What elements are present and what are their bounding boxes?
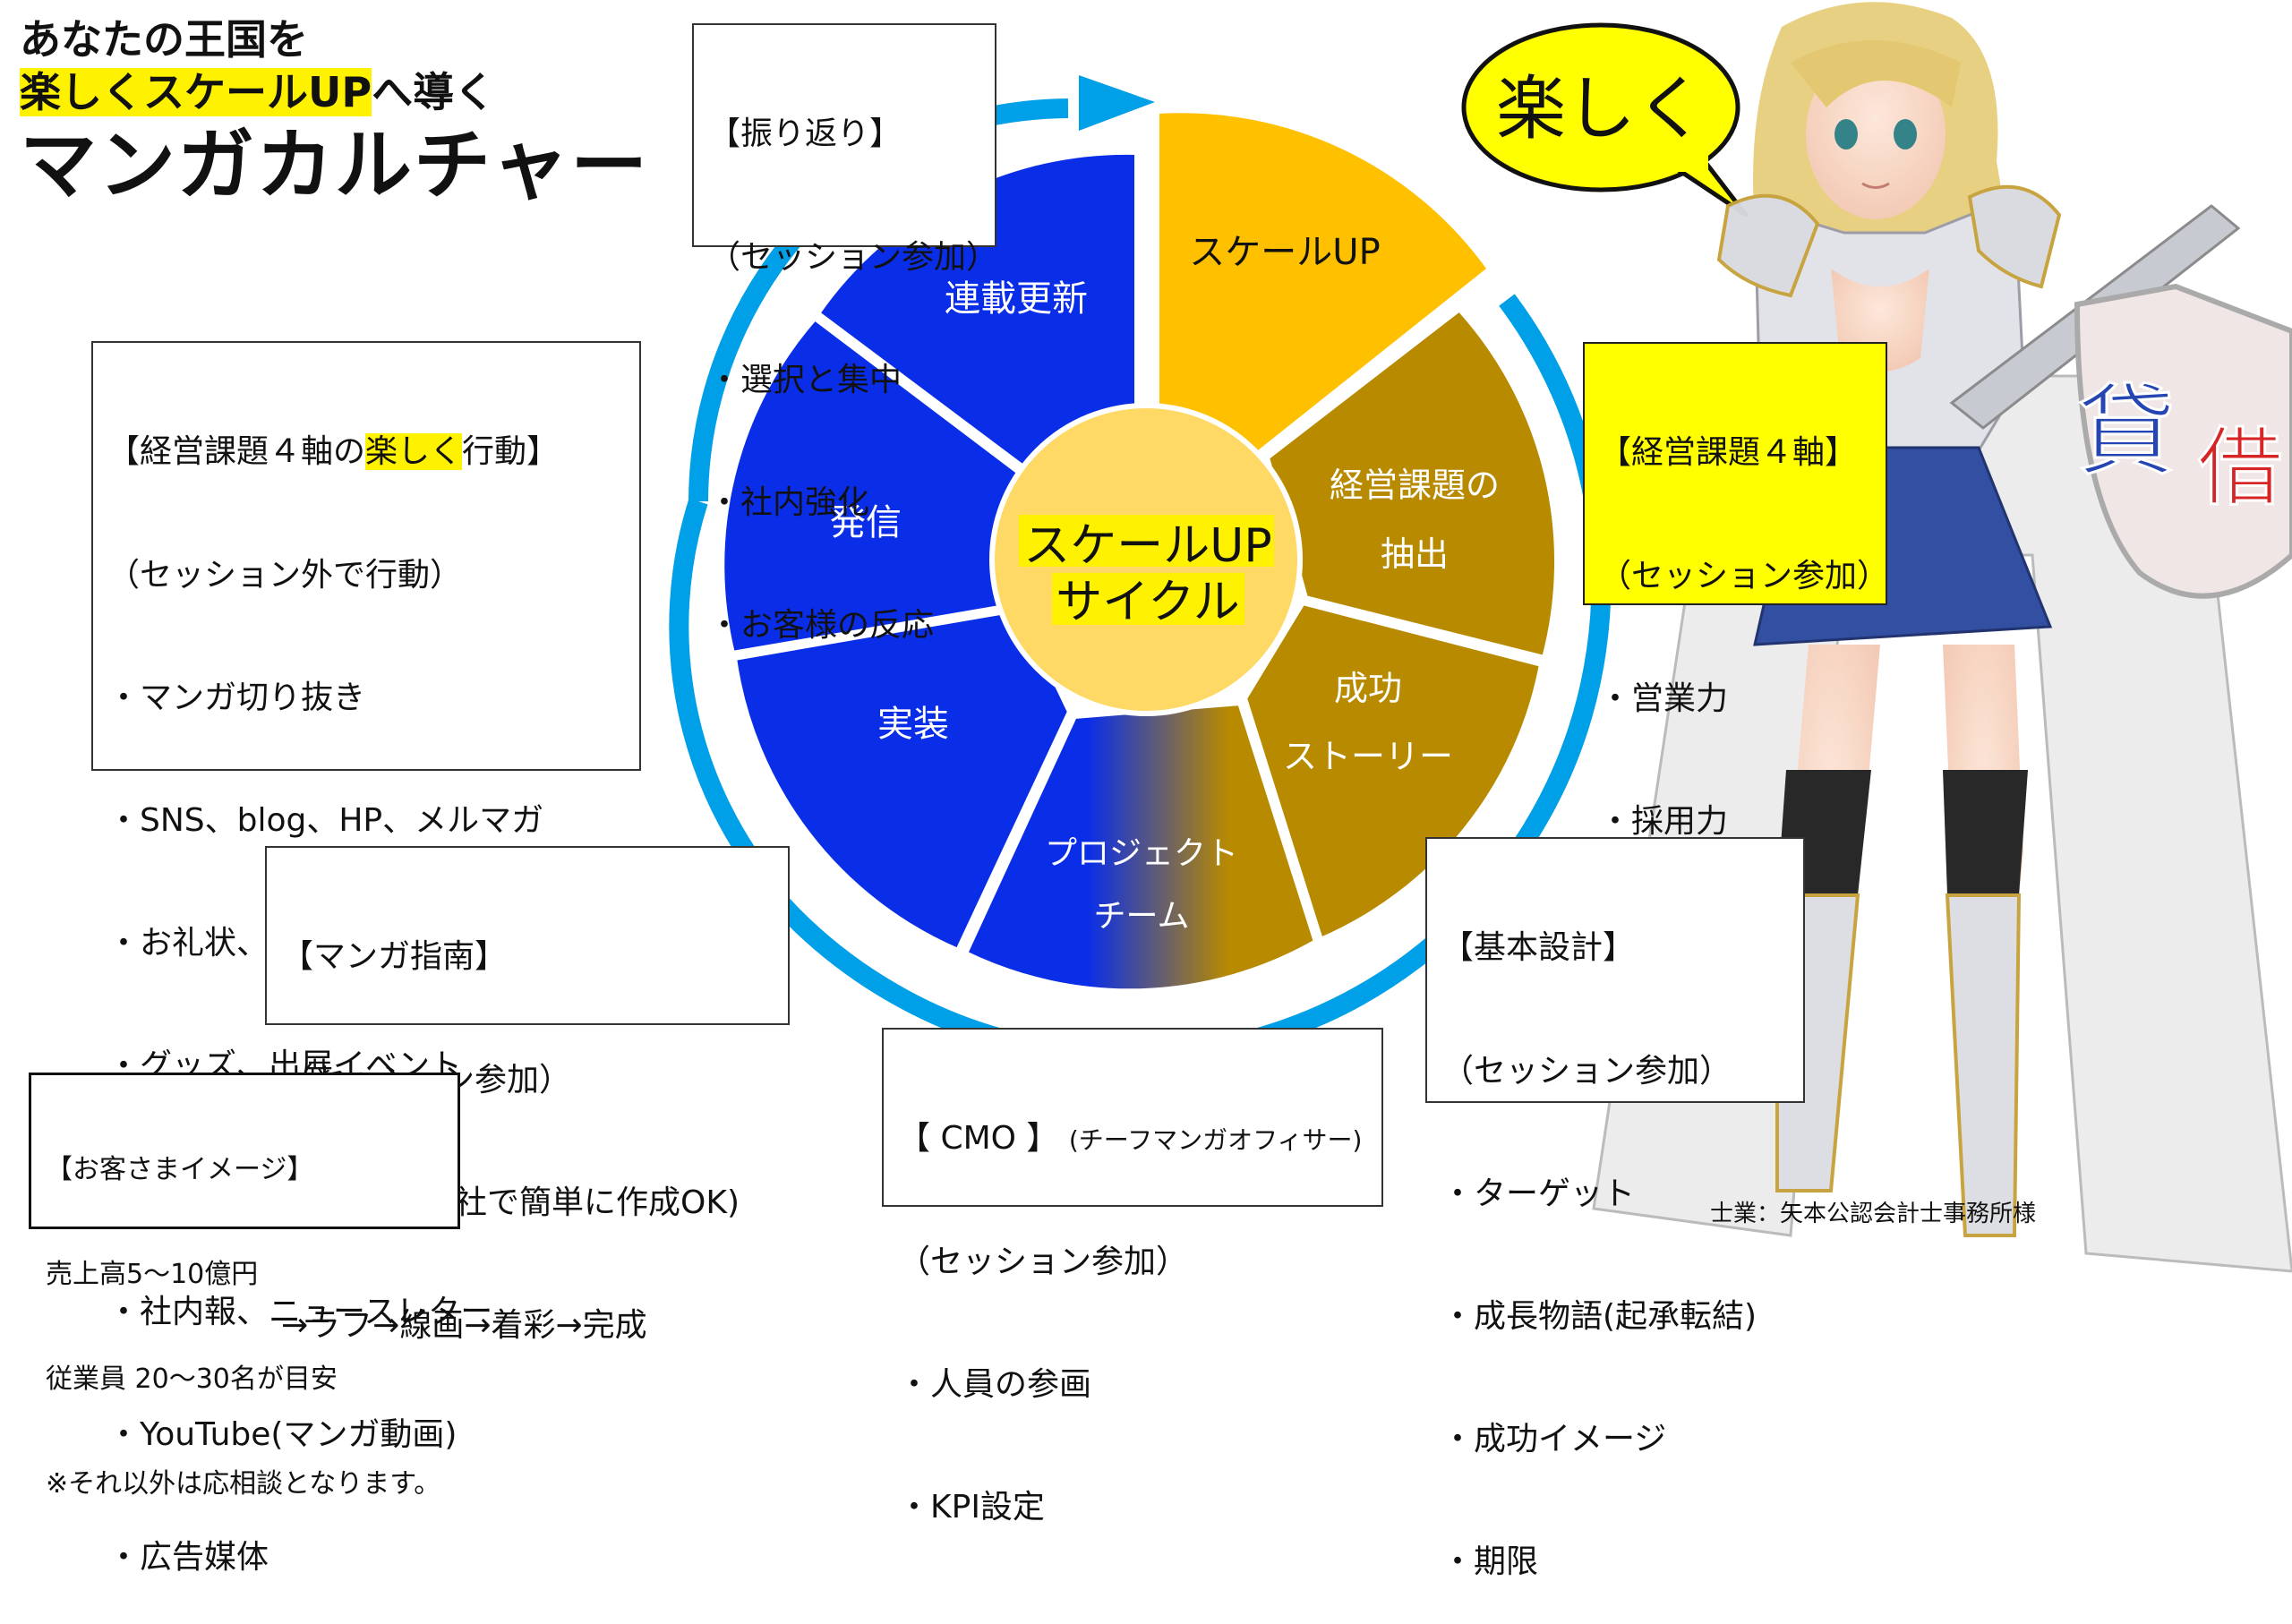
four-axes-sub: （セッション参加） bbox=[1599, 557, 1890, 594]
center-label-highlight-2 bbox=[1052, 573, 1244, 625]
action-sub: （セッション外で行動） bbox=[107, 556, 463, 594]
four-axes-item: ・営業力 bbox=[1599, 680, 1729, 717]
cmo-box: 【 CMO 】 (チーフマンガオフィサー) （セッション参加） ・人員の参画 ・… bbox=[882, 1028, 1383, 1526]
segment-kadai bbox=[1263, 304, 1560, 662]
title-highlight: 楽しくスケールUP bbox=[20, 67, 372, 116]
shield-left-char: 貸 bbox=[2077, 374, 2176, 489]
customer-line: ※それ以外は応相談となります。 bbox=[46, 1468, 441, 1500]
action-head-post: 行動】 bbox=[462, 433, 560, 471]
shield-right-char: 借 bbox=[2197, 419, 2282, 517]
manga-guide-box: 【マンガ指南】 （セッション参加） シナリオ(貴社で簡単に作成OK) →ラフ→線… bbox=[265, 846, 790, 1344]
furikaeri-item: ・選択と集中 bbox=[708, 361, 902, 398]
segment-project bbox=[962, 699, 1320, 995]
shield-icon bbox=[2074, 283, 2292, 599]
center-label-1: スケールUP bbox=[1023, 519, 1271, 573]
action-head: 【経営課題４軸の楽しく行動】 bbox=[107, 432, 625, 473]
title-line-3: マンガカルチャー bbox=[20, 120, 650, 210]
basic-design-sub: （セッション参加） bbox=[1441, 1052, 1732, 1090]
furikaeri-box: 【振り返り】 （セッション参加） ・選択と集中 ・社内強化 ・お客様の反応 bbox=[692, 23, 998, 644]
action-item: ・SNS、blog、HP、メルマガ bbox=[107, 801, 544, 839]
title-line-1: あなたの王国を bbox=[20, 15, 308, 64]
center-label-2: サイクル bbox=[1056, 576, 1239, 629]
segment-label-kadai-2: 抽出 bbox=[1381, 534, 1449, 574]
action-box: 【経営課題４軸の楽しく行動】 （セッション外で行動） ・マンガ切り抜き ・SNS… bbox=[91, 341, 641, 1576]
furikaeri-item: ・お客様の反応 bbox=[708, 607, 935, 645]
center-label-highlight-1 bbox=[1019, 515, 1274, 567]
action-item: ・マンガ切り抜き bbox=[107, 679, 366, 716]
basic-design-item: ・成長物語(起承転結) bbox=[1441, 1297, 1757, 1335]
title-line-2-rest: へ導く bbox=[372, 67, 496, 116]
speech-bubble bbox=[1461, 22, 1740, 192]
cmo-head-label: 【 CMO 】 bbox=[898, 1120, 1059, 1158]
cmo-item: ・人員の参画 bbox=[898, 1365, 1092, 1403]
customer-line: 売上高5～10億円 bbox=[46, 1259, 259, 1290]
furikaeri-item: ・社内強化 bbox=[708, 483, 870, 521]
four-axes-head: 【経営課題４軸】 bbox=[1599, 434, 1858, 472]
segment-label-project-1: プロジェクト bbox=[1045, 835, 1238, 872]
segment-label-scale-up: スケールUP bbox=[1189, 232, 1380, 273]
segment-hasshin bbox=[719, 313, 1038, 657]
four-axes-box: 【経営課題４軸】 （セッション参加） ・営業力 ・採用力 ・発信力 ・組織力 bbox=[1583, 342, 1890, 1085]
page-title: あなたの王国を 楽しくスケールUPへ導く マンガカルチャー bbox=[20, 16, 649, 210]
cmo-item: ・KPI設定 bbox=[898, 1488, 1045, 1526]
cycle-arrow-head bbox=[1079, 75, 1155, 131]
customer-line: 従業員 20～30名が目安 bbox=[46, 1363, 338, 1395]
action-item: ・YouTube(マンガ動画) bbox=[107, 1415, 458, 1453]
segment-story bbox=[1241, 599, 1545, 944]
segment-label-jisso: 実装 bbox=[877, 704, 949, 745]
segment-label-story-1: 成功 bbox=[1334, 669, 1402, 708]
action-head-highlight: 楽しく bbox=[365, 433, 463, 471]
basic-design-head: 【基本設計】 bbox=[1441, 929, 1636, 967]
segment-label-rensai: 連載更新 bbox=[945, 278, 1088, 320]
segment-label-project-2: チーム bbox=[1094, 898, 1190, 935]
action-item: ・広告媒体 bbox=[107, 1538, 269, 1576]
basic-design-item: ・ターゲット bbox=[1441, 1175, 1636, 1212]
basic-design-item: ・期限 bbox=[1441, 1543, 1539, 1581]
manga-guide-head: 【マンガ指南】 bbox=[281, 938, 508, 976]
cmo-head: 【 CMO 】 (チーフマンガオフィサー) bbox=[898, 1118, 1367, 1159]
basic-design-box: 【基本設計】 （セッション参加） ・ターゲット ・成長物語(起承転結) ・成功イ… bbox=[1425, 837, 1805, 1580]
segment-label-story-2: ストーリー bbox=[1283, 737, 1453, 776]
segment-scale-up bbox=[1159, 113, 1486, 450]
customer-box: 【お客さまイメージ】 売上高5～10億円 従業員 20～30名が目安 ※それ以外… bbox=[29, 1073, 460, 1500]
cmo-sub: （セッション参加） bbox=[898, 1243, 1189, 1280]
action-head-pre: 【経営課題４軸の bbox=[107, 433, 366, 471]
segment-label-hasshin: 発信 bbox=[830, 502, 902, 543]
four-axes-item: ・採用力 bbox=[1599, 802, 1729, 840]
speech-bubble-text: 楽しく bbox=[1496, 69, 1706, 150]
basic-design-item: ・成功イメージ bbox=[1441, 1421, 1667, 1458]
segment-label-kadai-1: 経営課題の bbox=[1330, 466, 1500, 505]
furikaeri-sub: （セッション参加） bbox=[708, 238, 999, 276]
credit-text: 士業：矢本公認会計士事務所様 bbox=[1710, 1201, 2037, 1227]
segment-jisso bbox=[731, 605, 1073, 954]
cmo-head-sub: (チーフマンガオフィサー) bbox=[1068, 1125, 1363, 1156]
furikaeri-head: 【振り返り】 bbox=[708, 115, 902, 153]
title-line-2: 楽しくスケールUPへ導く bbox=[20, 67, 649, 116]
customer-head: 【お客さまイメージ】 bbox=[46, 1154, 314, 1185]
manga-guide-line-2: →ラフ→線画→着彩→完成 bbox=[281, 1306, 647, 1344]
